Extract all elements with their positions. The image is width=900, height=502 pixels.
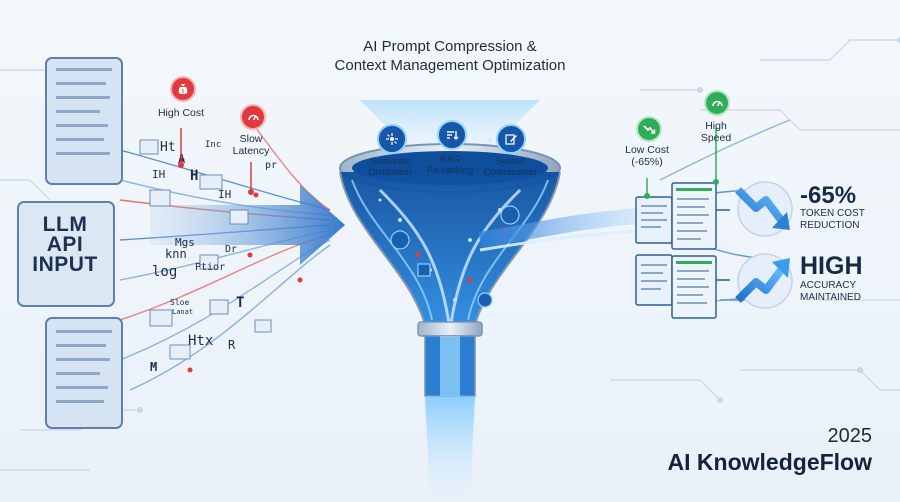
stream-word: IH: [218, 188, 232, 201]
input-label: LLM API INPUT: [24, 213, 106, 276]
label-line: TOKEN COST: [800, 208, 865, 219]
footer-year: 2025: [827, 425, 873, 447]
label-line: MAINTAINED: [800, 292, 861, 303]
input-label-line: INPUT: [32, 253, 98, 276]
label-line: Distillation: [368, 167, 412, 178]
fragment-cards: [139, 139, 272, 360]
input-flow-arrow: [150, 185, 345, 265]
stream-word: pr: [265, 160, 278, 171]
stream-word: Inc: [205, 140, 222, 150]
label-line: REDUCTION: [800, 220, 860, 231]
label-line: Syntax: [495, 156, 525, 167]
rerank-icon: [437, 120, 467, 150]
result-accuracy-value: HIGH: [800, 252, 863, 280]
distill-icon: [377, 124, 407, 154]
benefit-low-cost-label: Low Cost (-65%): [614, 144, 680, 168]
result-token-cost-value: -65%: [800, 182, 857, 209]
stream-word: R: [228, 338, 236, 352]
label-line: High: [705, 120, 727, 132]
problem-slow-latency-label: Slow Latency: [222, 133, 280, 157]
stream-word: IH: [152, 168, 166, 181]
stream-word: Lanat: [172, 308, 194, 316]
stream-word: Mgs: [175, 236, 195, 249]
stream-word: T: [236, 295, 245, 311]
benefit-high-speed-label: High Speed: [688, 120, 744, 144]
trend-down-icon: [636, 116, 662, 142]
label-line: Semantic: [370, 156, 410, 167]
label-line: (-65%): [631, 156, 663, 168]
trend-up-arrow-icon: [735, 253, 793, 309]
step-semantic-distillation: Semantic Distillation: [358, 156, 422, 178]
gauge-icon: [240, 104, 266, 130]
money-bag-icon: $: [170, 76, 196, 102]
svg-text:$: $: [181, 89, 184, 95]
label-line: Re-ranking: [426, 165, 474, 176]
input-stream-lines: [119, 119, 331, 391]
stream-word: A: [178, 152, 186, 166]
stream-word: M: [150, 360, 158, 374]
stream-word: Htx: [188, 333, 214, 349]
problem-high-cost-label: High Cost: [157, 107, 205, 119]
label-line: RAG: [439, 154, 461, 165]
label-line: Latency: [232, 145, 270, 157]
stream-word: log: [152, 264, 178, 280]
result-accuracy-caption: ACCURACY MAINTAINED: [800, 280, 861, 304]
step-rag-reranking: RAG Re-ranking: [418, 154, 482, 176]
stream-word: Ptior: [195, 262, 226, 273]
label-line: Speed: [700, 132, 732, 144]
edit-icon: [496, 124, 526, 154]
input-documents: [17, 57, 123, 429]
result-token-cost-caption: TOKEN COST REDUCTION: [800, 208, 865, 232]
stream-word: Sloe: [170, 298, 190, 307]
gauge-icon: [704, 90, 730, 116]
footer-brand: AI KnowledgeFlow: [667, 449, 872, 475]
trend-down-arrow-icon: [735, 181, 793, 237]
output-cards: [635, 182, 730, 319]
title-line-1: AI Prompt Compression &: [363, 38, 537, 55]
stream-word: Ht: [160, 140, 176, 155]
stream-word: H: [190, 168, 199, 184]
input-label-line: LLM: [42, 213, 88, 236]
stream-word: Dr: [225, 244, 238, 255]
title-line-2: Context Management Optimization: [334, 57, 566, 74]
label-line: Low Cost: [625, 144, 669, 156]
label-line: Optimization: [483, 167, 537, 178]
step-syntax-optimization: Syntax Optimization: [476, 156, 544, 178]
label-line: Slow: [239, 133, 263, 145]
problem-connectors: [180, 128, 252, 192]
label-line: ACCURACY: [800, 280, 857, 291]
stream-word: knn: [165, 247, 187, 261]
input-label-line: API: [46, 233, 84, 256]
